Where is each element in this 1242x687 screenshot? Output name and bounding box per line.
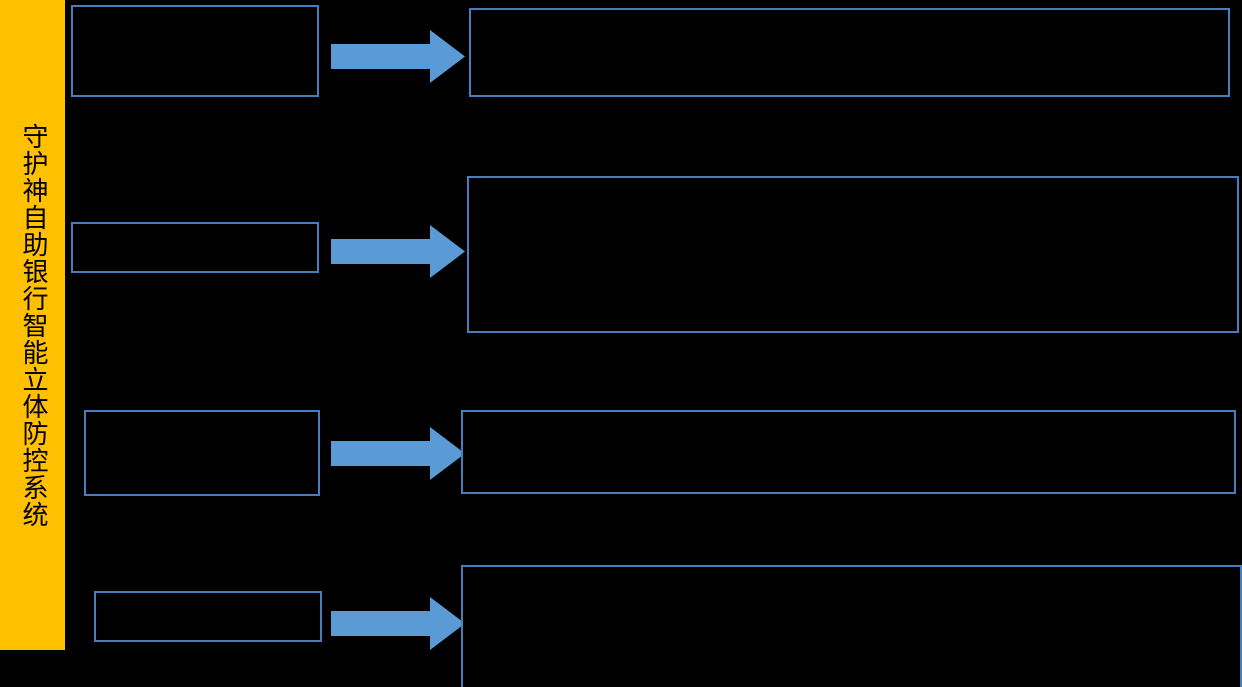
right-box-3[interactable] bbox=[461, 410, 1236, 494]
flow-arrow-4 bbox=[331, 597, 465, 650]
left-box-3[interactable] bbox=[84, 410, 320, 496]
arrow-right-icon bbox=[331, 30, 465, 83]
arrow-right-icon bbox=[331, 427, 465, 480]
right-box-1[interactable] bbox=[469, 8, 1230, 97]
vertical-title-text: 守护神自助银行智能立体防控系统 bbox=[17, 122, 48, 528]
flow-arrow-2 bbox=[331, 225, 465, 278]
arrow-right-icon bbox=[331, 225, 465, 278]
right-box-2[interactable] bbox=[467, 176, 1239, 333]
arrow-right-icon bbox=[331, 597, 465, 650]
left-box-2[interactable] bbox=[71, 222, 319, 273]
left-box-1[interactable] bbox=[71, 5, 319, 97]
vertical-title-banner: 守护神自助银行智能立体防控系统 bbox=[0, 0, 65, 650]
flow-arrow-1 bbox=[331, 30, 465, 83]
right-box-4[interactable] bbox=[461, 565, 1242, 687]
left-box-4[interactable] bbox=[94, 591, 322, 642]
flow-arrow-3 bbox=[331, 427, 465, 480]
